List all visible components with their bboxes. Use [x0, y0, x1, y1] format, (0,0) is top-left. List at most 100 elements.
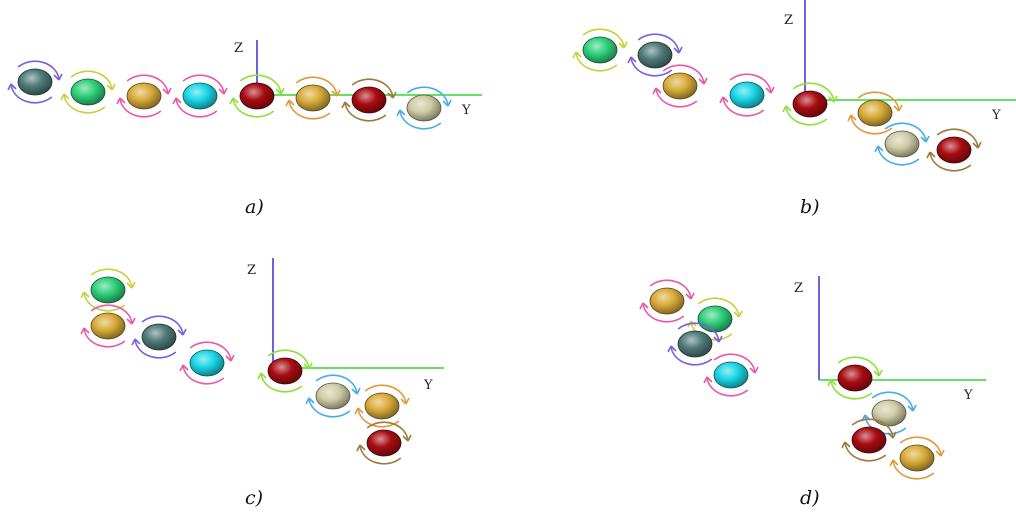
red-sphere	[257, 349, 313, 393]
sphere-body	[792, 90, 828, 118]
arrowhead-icon	[685, 292, 695, 300]
rotation-arrow-icon	[182, 74, 225, 95]
arrowhead-icon	[572, 51, 582, 59]
panel-b: Z Y b)	[508, 0, 1016, 258]
red-sphere	[341, 78, 397, 122]
rotation-arrow-icon	[399, 109, 442, 130]
sphere-body	[189, 349, 225, 377]
rotation-arrow-icon	[134, 338, 177, 359]
rotation-arrow-icon	[670, 345, 713, 366]
rotation-arrow-icon	[232, 97, 275, 118]
rotation-arrow-icon	[713, 353, 756, 374]
rotation-arrow-icon	[406, 86, 449, 107]
sphere-body	[364, 392, 400, 420]
panel-c-scene: Z Y	[80, 258, 444, 465]
sphere-body	[90, 312, 126, 340]
gold-sphere	[652, 64, 708, 108]
rotation-arrow-icon	[83, 327, 126, 348]
arrowhead-icon	[179, 364, 189, 372]
rotation-arrow-icon	[884, 122, 927, 143]
sphere-body	[351, 86, 387, 114]
rotation-arrow-icon	[70, 70, 113, 91]
sphere-body	[141, 323, 177, 351]
rotation-arrow-icon	[288, 99, 331, 120]
cyan-sphere	[172, 74, 228, 118]
arrowhead-icon	[225, 354, 235, 362]
arrowhead-icon	[80, 291, 90, 299]
caption-c: c)	[245, 487, 264, 509]
arrowhead-icon	[275, 87, 285, 95]
sphere-body	[70, 78, 106, 106]
sphere-chain	[639, 279, 945, 480]
rotation-arrow-icon	[892, 459, 935, 480]
rotation-arrow-icon	[10, 83, 53, 104]
green-sphere	[60, 70, 116, 114]
gold-sphere	[889, 436, 945, 480]
sphere-body	[884, 130, 920, 158]
y-axis-label: Y	[423, 378, 433, 393]
caption-b: b)	[800, 196, 820, 218]
rotation-arrow-icon	[649, 279, 692, 300]
arrowhead-icon	[402, 434, 412, 442]
arrowhead-icon	[887, 431, 897, 439]
arrowhead-icon	[116, 97, 126, 105]
arrowhead-icon	[354, 407, 364, 415]
arrowhead-icon	[341, 101, 351, 109]
sphere-chain	[572, 28, 982, 172]
beige-sphere	[305, 374, 361, 418]
arrowhead-icon	[257, 372, 267, 380]
arrowhead-icon	[400, 397, 410, 405]
rotation-arrow-icon	[344, 101, 387, 122]
rotation-arrow-icon	[851, 418, 894, 439]
panel-a: Z Y a)	[0, 0, 508, 258]
panel-d-scene: Z Y	[639, 276, 986, 480]
sphere-body	[837, 364, 873, 392]
rotation-arrow-icon	[63, 93, 106, 114]
green-sphere	[572, 28, 628, 72]
arrowhead-icon	[60, 93, 70, 101]
rotation-arrow-icon	[785, 105, 828, 126]
gold-sphere	[639, 279, 695, 323]
arrowhead-icon	[703, 376, 713, 384]
rotation-arrow-icon	[642, 302, 685, 323]
rotation-arrow-icon	[677, 322, 720, 343]
y-axis-label: Y	[461, 103, 471, 118]
arrowhead-icon	[673, 46, 683, 54]
sphere-body	[637, 41, 673, 69]
arrowhead-icon	[351, 387, 361, 395]
arrowhead-icon	[782, 105, 792, 113]
rotation-arrow-icon	[706, 376, 749, 397]
cyan-sphere	[703, 353, 759, 397]
arrowhead-icon	[106, 83, 116, 91]
sphere-chain	[7, 60, 452, 130]
cyan-sphere	[719, 73, 775, 117]
sphere-body	[899, 444, 935, 472]
arrowhead-icon	[873, 369, 883, 377]
rotation-arrow-icon	[697, 297, 740, 318]
red-sphere	[926, 128, 982, 172]
rotation-arrow-icon	[844, 441, 887, 462]
rotation-arrow-icon	[267, 349, 310, 370]
sphere-body	[366, 429, 402, 457]
arrowhead-icon	[874, 145, 884, 153]
arrowhead-icon	[639, 302, 649, 310]
beige-sphere	[396, 86, 452, 130]
arrowhead-icon	[331, 89, 341, 97]
rotation-arrow-icon	[17, 60, 60, 81]
arrowhead-icon	[126, 281, 136, 289]
panel-c: Z Y c)	[0, 258, 508, 515]
rotation-arrow-icon	[351, 78, 394, 99]
rotation-arrow-icon	[877, 145, 920, 166]
arrowhead-icon	[935, 449, 945, 457]
sphere-body	[17, 68, 53, 96]
rotation-arrow-icon	[630, 56, 673, 77]
panel-b-scene: Z Y	[572, 0, 1016, 172]
gold-sphere	[285, 76, 341, 120]
arrowhead-icon	[177, 328, 187, 336]
arrowhead-icon	[356, 444, 366, 452]
arrowhead-icon	[442, 99, 452, 107]
z-axis-label: Z	[784, 13, 793, 28]
gold-sphere	[354, 384, 410, 428]
arrowhead-icon	[396, 109, 406, 117]
rotation-arrow-icon	[308, 397, 351, 418]
